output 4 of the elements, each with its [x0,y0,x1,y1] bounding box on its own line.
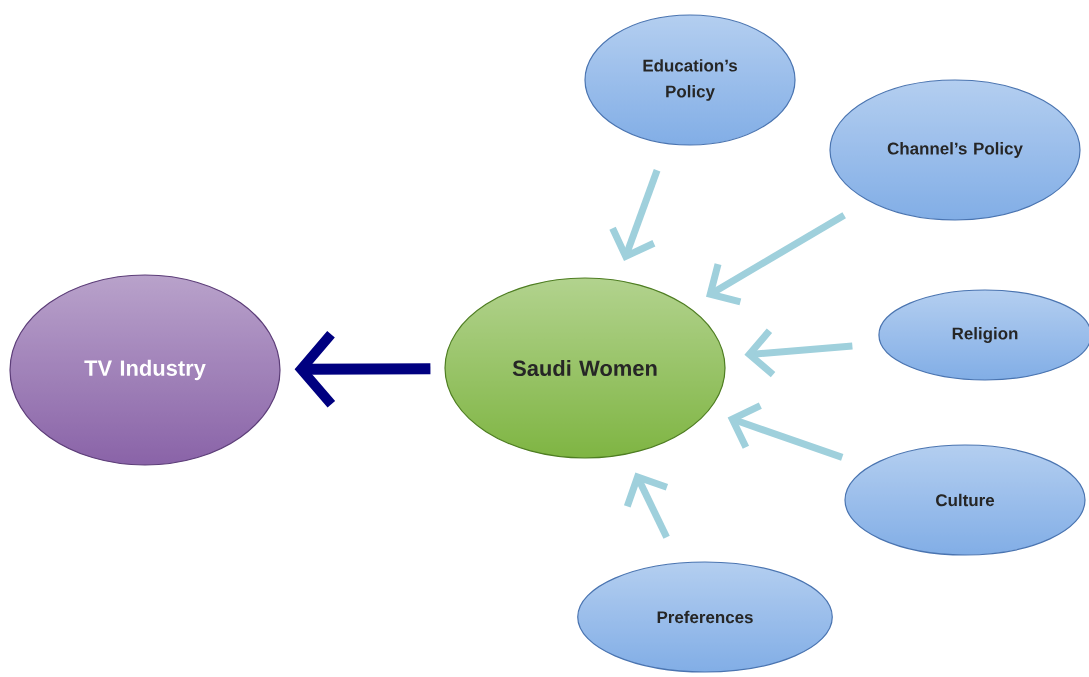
arrow [706,212,846,306]
arrow [609,169,661,261]
arrow [727,402,844,461]
arrow [744,328,853,378]
